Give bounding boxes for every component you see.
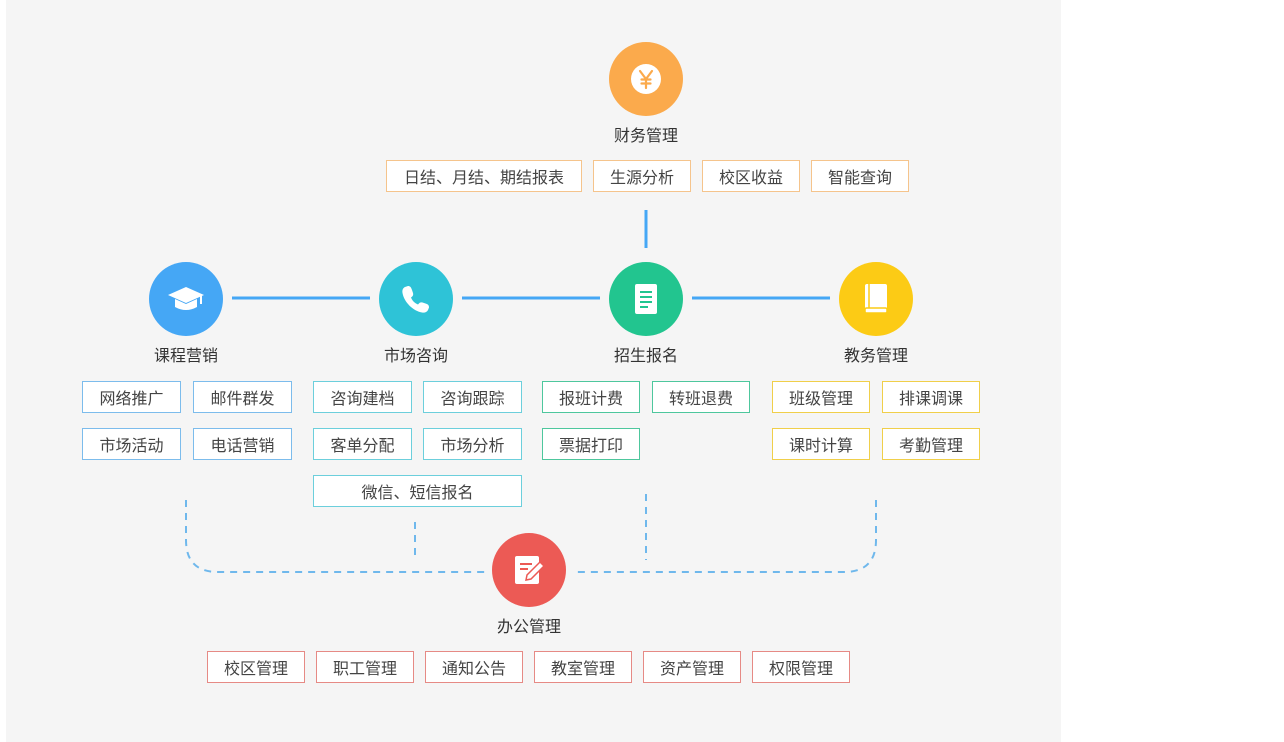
consult-title: 市场咨询: [383, 346, 448, 365]
finance-item[interactable]: 校区收益: [702, 160, 800, 192]
office-node: [492, 533, 566, 607]
marketing-item[interactable]: 邮件群发: [193, 381, 292, 413]
connector-lines: [185, 210, 877, 573]
graduation-cap-icon: [168, 287, 204, 310]
enroll-item[interactable]: 票据打印: [542, 428, 640, 460]
academic-item[interactable]: 考勤管理: [882, 428, 980, 460]
document-icon: [635, 284, 657, 314]
enroll-title: 招生报名: [613, 346, 678, 365]
academic-node: [839, 262, 913, 336]
book-icon: [864, 284, 888, 314]
consult-item[interactable]: 咨询跟踪: [423, 381, 522, 413]
marketing-item[interactable]: 网络推广: [82, 381, 181, 413]
diagram-canvas: 财务管理 日结、月结、期结报表 生源分析 校区收益 智能查询 课程营销 网络推广…: [6, 0, 1061, 742]
consult-item[interactable]: 微信、短信报名: [313, 475, 522, 507]
academic-item[interactable]: 排课调课: [882, 381, 980, 413]
academic-title: 教务管理: [843, 346, 908, 365]
marketing-node: [149, 262, 223, 336]
office-item[interactable]: 教室管理: [534, 651, 632, 683]
office-item[interactable]: 通知公告: [425, 651, 523, 683]
academic-item[interactable]: 班级管理: [772, 381, 870, 413]
academic-item[interactable]: 课时计算: [772, 428, 870, 460]
marketing-office-dashed-connector: [185, 500, 488, 573]
finance-title: 财务管理: [613, 126, 678, 145]
marketing-title: 课程营销: [153, 346, 218, 365]
office-item[interactable]: 权限管理: [752, 651, 850, 683]
finance-item[interactable]: 生源分析: [593, 160, 691, 192]
yen-icon: [631, 64, 661, 94]
office-item[interactable]: 职工管理: [316, 651, 414, 683]
consult-item[interactable]: 市场分析: [423, 428, 522, 460]
consult-item[interactable]: 咨询建档: [313, 381, 412, 413]
consult-item[interactable]: 客单分配: [313, 428, 412, 460]
phone-icon: [402, 286, 429, 313]
office-item[interactable]: 校区管理: [207, 651, 305, 683]
enroll-item[interactable]: 报班计费: [542, 381, 640, 413]
office-item[interactable]: 资产管理: [643, 651, 741, 683]
consult-node: [379, 262, 453, 336]
enroll-node: [609, 262, 683, 336]
finance-item[interactable]: 智能查询: [811, 160, 909, 192]
marketing-item[interactable]: 市场活动: [82, 428, 181, 460]
office-title: 办公管理: [496, 617, 561, 636]
finance-item[interactable]: 日结、月结、期结报表: [386, 160, 582, 192]
enroll-item[interactable]: 转班退费: [652, 381, 750, 413]
edit-note-icon: [515, 556, 546, 584]
finance-node: [609, 42, 683, 116]
academic-office-dashed-connector: [576, 500, 877, 573]
marketing-item[interactable]: 电话营销: [193, 428, 292, 460]
